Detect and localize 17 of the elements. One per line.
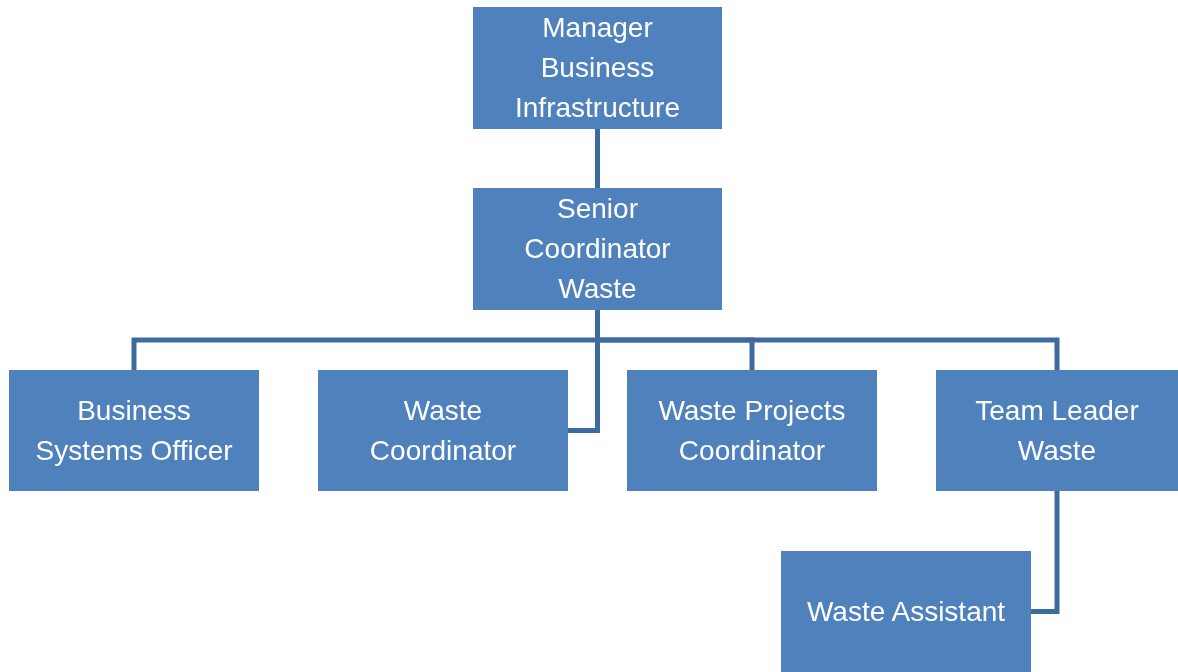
connector-line bbox=[595, 310, 1060, 370]
role-box bbox=[936, 370, 1178, 491]
role-title: Manager Business Infrastructure bbox=[514, 11, 681, 125]
role-box bbox=[627, 370, 877, 491]
role-box bbox=[473, 188, 722, 310]
role-title: Team Leader Waste bbox=[974, 393, 1140, 468]
role-box bbox=[781, 551, 1031, 672]
role-box bbox=[9, 370, 259, 491]
role-box bbox=[473, 7, 722, 129]
role-title: Senior Coordinator Waste bbox=[523, 192, 672, 306]
role-title: Business Systems Officer bbox=[34, 393, 234, 468]
role-box bbox=[318, 370, 568, 491]
role-title: Waste Coordinator bbox=[368, 393, 518, 468]
role-title: Waste Projects Coordinator bbox=[657, 393, 847, 468]
connector-line bbox=[595, 129, 600, 188]
connector-line bbox=[1031, 491, 1060, 614]
role-title: Waste Assistant bbox=[806, 594, 1006, 629]
